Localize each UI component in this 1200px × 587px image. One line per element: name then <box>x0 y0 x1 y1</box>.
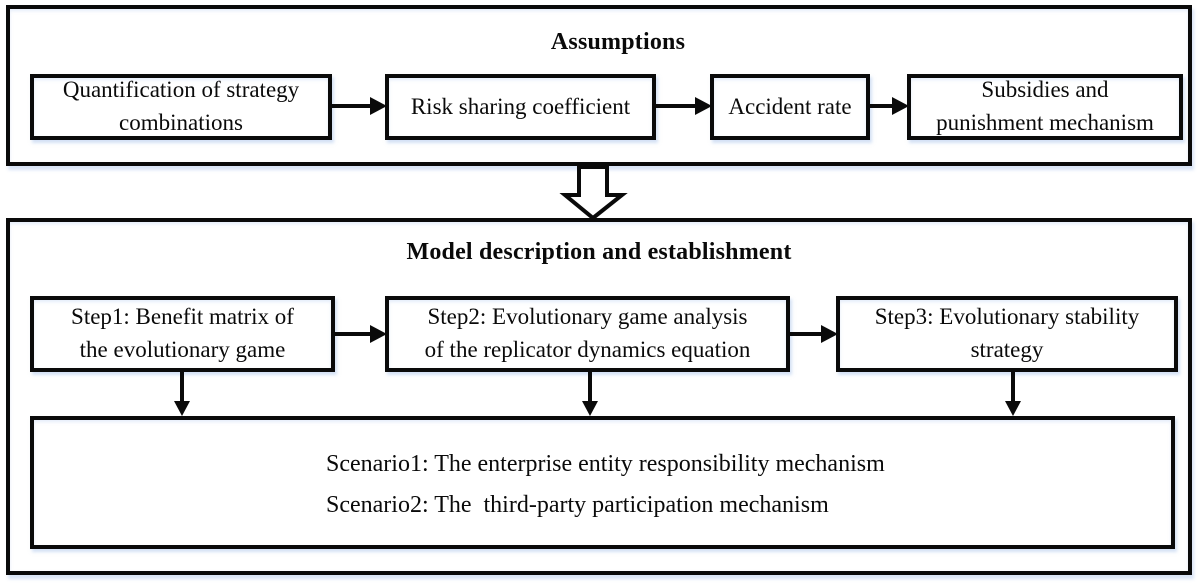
step3-box: Step3: Evolutionary stability strategy <box>836 296 1178 372</box>
box-label: Risk sharing coefficient <box>411 91 630 124</box>
assumption-box-quantification: Quantification of strategy combinations <box>30 74 332 140</box>
scenario-line-2: Scenario2: The third-party participation… <box>326 492 829 518</box>
step-right-arrow-1-icon <box>333 325 387 343</box>
box-label: Step3: Evolutionary stability strategy <box>875 301 1139 366</box>
box-label-line: punishment mechanism <box>936 110 1154 135</box>
assumption-box-subsidies: Subsidies and punishment mechanism <box>907 74 1183 140</box>
right-arrow-2-icon <box>654 97 712 115</box>
box-label: Step1: Benefit matrix of the evolutionar… <box>71 301 294 366</box>
box-label: Subsidies and punishment mechanism <box>936 74 1154 139</box>
step3-down-arrow-icon <box>1005 371 1021 416</box>
box-label-line: Quantification of strategy <box>62 77 300 103</box>
box-label: Quantification of strategy combinations <box>63 74 299 139</box>
scenario-box: Scenario1: The enterprise entity respons… <box>30 416 1175 549</box>
step1-box: Step1: Benefit matrix of the evolutionar… <box>30 296 335 372</box>
model-title: Model description and establishment <box>406 239 792 265</box>
box-label-line: Step1: Benefit matrix of <box>71 304 294 330</box>
box-label-line: Risk sharing coefficient <box>410 93 631 119</box>
assumption-box-accident-rate: Accident rate <box>710 74 870 140</box>
box-label-line: Accident rate <box>728 93 852 119</box>
box-label-line: of the replicator dynamics equation <box>424 337 751 362</box>
step2-box: Step2: Evolutionary game analysis of the… <box>385 296 790 372</box>
box-label-line: the evolutionary game <box>79 337 286 362</box>
scenario-line-1: Scenario1: The enterprise entity respons… <box>326 451 885 477</box>
section-connector-down-arrow-icon <box>559 165 628 221</box>
right-arrow-3-icon <box>868 97 909 115</box>
box-label: Accident rate <box>728 91 851 124</box>
right-arrow-1-icon <box>330 97 387 115</box>
box-label-line: strategy <box>970 337 1044 362</box>
assumptions-title: Assumptions <box>550 29 686 55</box>
step-right-arrow-2-icon <box>788 325 838 343</box>
step1-down-arrow-icon <box>174 371 190 416</box>
box-label-line: Step3: Evolutionary stability <box>874 304 1140 330</box>
assumption-box-risk-sharing: Risk sharing coefficient <box>385 74 656 140</box>
step2-down-arrow-icon <box>582 371 598 416</box>
box-label-line: Step2: Evolutionary game analysis <box>427 304 748 330</box>
box-label-line: combinations <box>119 110 243 135</box>
box-label-line: Subsidies and <box>981 77 1109 103</box>
box-label: Step2: Evolutionary game analysis of the… <box>425 301 751 366</box>
